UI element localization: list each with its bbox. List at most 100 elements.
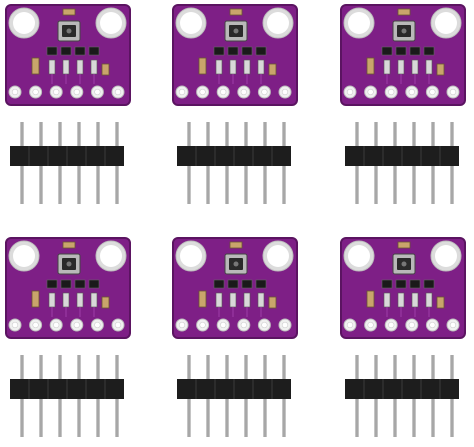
transistor [241,46,253,56]
solder-pad-hole [429,88,436,96]
solder-pad-hole [199,321,206,329]
sensor-port [401,261,407,267]
transistor [74,46,86,56]
resistor [198,57,207,75]
pcb-board [172,4,298,106]
sensor-port [66,28,72,34]
solder-pad-hole [220,88,227,96]
solder-pad-hole [178,321,186,329]
smd-resistor [425,292,433,308]
smd-resistor [229,59,237,75]
capacitor [397,8,411,16]
solder-pad-hole [11,88,19,96]
transistor [60,46,72,56]
sensor-port [233,261,239,267]
solder-pad-hole [240,88,247,96]
solder-pad-hole [367,88,374,96]
smd-resistor [383,292,391,308]
solder-pad-hole [388,88,395,96]
solder-pad-hole [240,321,247,329]
resistor [198,290,207,308]
solder-pad-hole [346,88,354,96]
smd-resistor [76,59,84,75]
transistor [395,279,407,289]
solder-pad-hole [449,88,457,96]
solder-pad-hole [367,321,374,329]
mounting-hole-center [348,12,370,34]
solder-pad-hole [220,321,227,329]
solder-pad-hole [408,321,415,329]
smd-resistor [48,59,56,75]
smd-resistor [397,292,405,308]
solder-pad-hole [73,321,80,329]
resistor [268,296,277,309]
solder-pad-hole [53,88,60,96]
resistor [31,57,40,75]
smd-resistor [76,292,84,308]
solder-pad-hole [261,88,268,96]
solder-pad-hole [199,88,206,96]
smd-resistor [90,59,98,75]
sensor-kit-2 [172,4,302,214]
solder-pad-hole [281,88,289,96]
pcb-board [5,237,131,339]
pcb-board [172,237,298,339]
solder-pad-hole [114,88,122,96]
sensor-port [66,261,72,267]
kit-graphic [5,4,131,204]
mounting-hole-center [100,245,122,267]
capacitor [62,241,76,249]
smd-resistor [62,292,70,308]
capacitor [229,241,243,249]
solder-pad-hole [73,88,80,96]
sensor-kit-1 [5,4,135,214]
transistor [241,279,253,289]
pin-header [10,355,124,437]
pin-header [10,122,124,204]
kit-graphic [172,237,298,437]
transistor [395,46,407,56]
solder-pad-hole [53,321,60,329]
transistor [60,279,72,289]
solder-pad-hole [449,321,457,329]
mounting-hole-center [13,12,35,34]
transistor [88,279,100,289]
transistor [381,46,393,56]
capacitor [229,8,243,16]
transistor [255,279,267,289]
capacitor [62,8,76,16]
resistor [268,63,277,76]
pin-header [345,355,459,437]
sensor-kit-6 [340,237,470,447]
resistor [436,63,445,76]
smd-resistor [411,292,419,308]
smd-resistor [90,292,98,308]
mounting-hole-center [13,245,35,267]
solder-pad-hole [388,321,395,329]
kit-graphic [340,237,466,437]
kit-graphic [340,4,466,204]
capacitor [397,241,411,249]
smd-resistor [425,59,433,75]
transistor [88,46,100,56]
resistor [366,290,375,308]
pin-header [345,122,459,204]
resistor [366,57,375,75]
transistor [213,46,225,56]
resistor [101,63,110,76]
kit-graphic [5,237,131,437]
smd-resistor [62,59,70,75]
smd-resistor [257,292,265,308]
sensor-kit-4 [5,237,135,447]
sensor-port [401,28,407,34]
smd-resistor [229,292,237,308]
resistor [101,296,110,309]
solder-pad-hole [94,321,101,329]
transistor [423,46,435,56]
solder-pad-hole [261,321,268,329]
mounting-hole-center [348,245,370,267]
pin-header [177,122,291,204]
mounting-hole-center [267,245,289,267]
mounting-hole-center [435,245,457,267]
